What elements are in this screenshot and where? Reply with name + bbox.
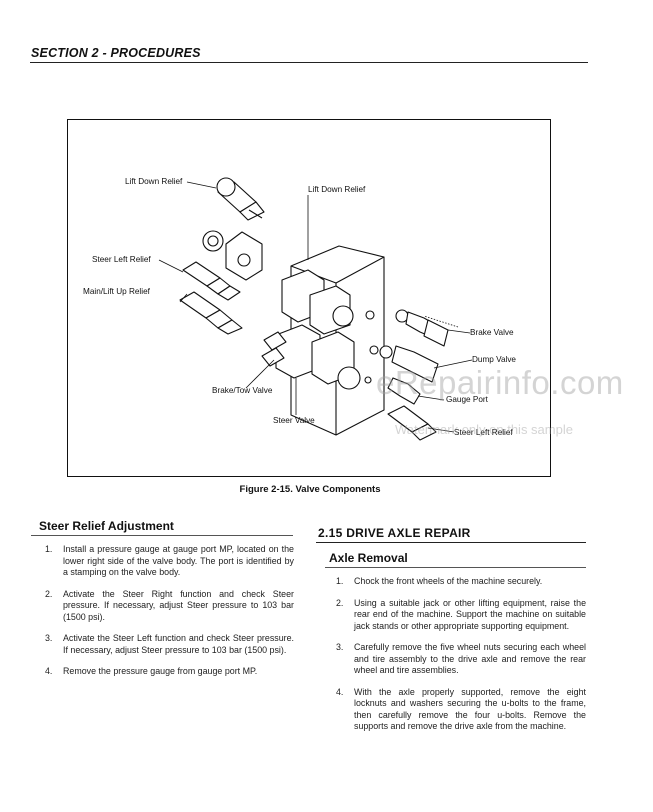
callout-lift-down-relief-left: Lift Down Relief <box>125 177 183 186</box>
callout-steer-left-relief-left: Steer Left Relief <box>92 255 151 264</box>
list-item: 4.With the axle properly supported, remo… <box>336 686 586 732</box>
figure-caption: Figure 2-15. Valve Components <box>239 484 381 495</box>
leader-lines <box>158 181 473 433</box>
callout-lift-down-relief-right: Lift Down Relief <box>308 185 366 194</box>
callout-steer-valve: Steer Valve <box>273 416 315 425</box>
list-item: 2.Activate the Steer Right function and … <box>45 588 294 622</box>
list-item: 3.Carefully remove the five wheel nuts s… <box>336 642 586 675</box>
steer-relief-steps: 1.Install a pressure gauge at gauge port… <box>45 544 294 688</box>
callout-brake-valve: Brake Valve <box>470 328 514 337</box>
valve-assembly-illustration <box>158 177 473 441</box>
brake-valve-cartridge <box>395 309 449 347</box>
figure-valve-components: Lift Down Relief Lift Down Relief Steer … <box>67 119 551 477</box>
steer-relief-heading: Steer Relief Adjustment <box>39 519 174 533</box>
drive-heading-rule <box>316 542 586 543</box>
lift-down-relief-cartridge-left <box>216 177 265 221</box>
axle-heading-rule <box>325 567 586 568</box>
axle-removal-heading: Axle Removal <box>329 551 408 565</box>
steer-heading-rule <box>31 535 293 536</box>
callout-gauge-port: Gauge Port <box>446 395 488 404</box>
list-item: 1.Install a pressure gauge at gauge port… <box>45 544 294 577</box>
list-item: 1.Chock the front wheels of the machine … <box>336 576 543 586</box>
axle-removal-steps: 1.Chock the front wheels of the machine … <box>336 576 586 743</box>
list-item: 2.Using a suitable jack or other lifting… <box>336 597 586 631</box>
coil-nut-upper <box>332 305 354 327</box>
gauge-port-fitting <box>387 377 421 405</box>
watermark-brand: eRepairinfo.com <box>376 364 624 401</box>
header-rule <box>30 62 588 63</box>
coil-nut-lower <box>337 366 361 390</box>
drive-axle-repair-heading: 2.15 DRIVE AXLE REPAIR <box>318 526 471 540</box>
callout-brake-tow-valve: Brake/Tow Valve <box>212 386 273 395</box>
steer-left-relief-cartridge <box>182 261 241 301</box>
callout-main-lift-up-relief: Main/Lift Up Relief <box>83 287 150 296</box>
watermark-note: Watermark only on this sample <box>395 422 573 437</box>
list-item: 3.Activate the Steer Left function and c… <box>45 633 294 655</box>
callout-steer-left-relief-right: Steer Left Relief <box>454 428 513 437</box>
callout-dump-valve: Dump Valve <box>472 355 516 364</box>
section-header: SECTION 2 - PROCEDURES <box>31 46 201 60</box>
main-lift-up-relief-cartridge <box>179 291 243 335</box>
dump-valve-cartridge <box>379 345 439 383</box>
list-item: 4.Remove the pressure gauge from gauge p… <box>45 666 258 676</box>
